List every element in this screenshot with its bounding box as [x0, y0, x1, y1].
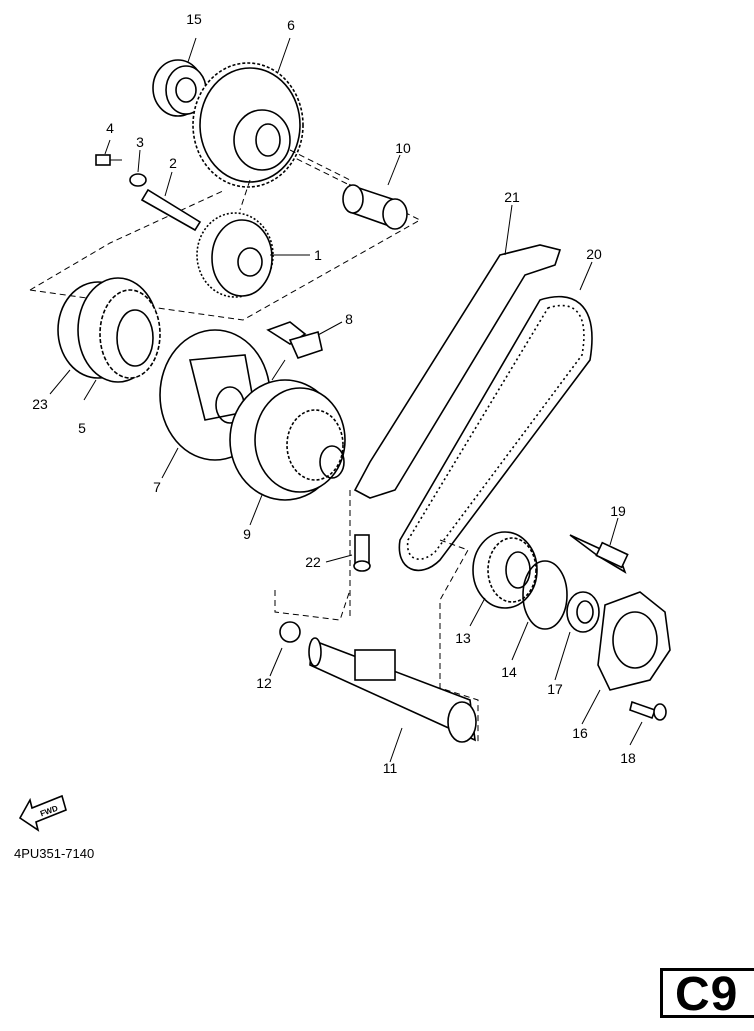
- part-3-lock-washer: [129, 149, 147, 187]
- callout-6: 6: [287, 17, 295, 33]
- callout-19: 19: [610, 503, 626, 519]
- part-13-bearing: [469, 531, 538, 627]
- callout-7: 7: [153, 479, 161, 495]
- callout-22: 22: [305, 554, 321, 570]
- callout-9: 9: [243, 526, 251, 542]
- callout-12: 12: [256, 675, 272, 691]
- shaft-outline: [274, 539, 479, 745]
- part-19-pin: [569, 517, 629, 574]
- part-20-cam-chain: [398, 261, 593, 572]
- part-number: 4PU351-7140: [14, 846, 95, 861]
- part-6-gear: [192, 37, 351, 211]
- part-1-gear: [196, 212, 310, 298]
- part-8-damper: [266, 321, 343, 381]
- callout-21: 21: [504, 189, 520, 205]
- callout-18: 18: [620, 750, 636, 766]
- callout-2: 2: [169, 155, 177, 171]
- callout-23: 23: [32, 396, 48, 412]
- part-18-bolt: [629, 700, 667, 746]
- part-11-shaft: [308, 637, 477, 763]
- part-2-shaft: [140, 171, 202, 232]
- callout-4: 4: [106, 120, 114, 136]
- part-10-bushing: [342, 154, 408, 230]
- page-code: C9: [675, 968, 739, 1018]
- callout-10: 10: [395, 140, 411, 156]
- callout-16: 16: [572, 725, 588, 741]
- part-4-bolt: [95, 139, 122, 166]
- part-17-oil-seal: [554, 591, 600, 681]
- callout-15: 15: [186, 11, 202, 27]
- callout-labels: 15 6 4 3 2 10 21 1 20 8 23 5 7 19 9 22 1…: [32, 11, 636, 776]
- page-code-box: C9: [660, 968, 754, 1018]
- callout-11: 11: [383, 760, 398, 776]
- part-15-bearing: [152, 37, 207, 117]
- callout-3: 3: [136, 134, 144, 150]
- part-22-bolt: [325, 534, 371, 572]
- part-14-o-ring: [511, 560, 568, 661]
- callout-17: 17: [547, 681, 563, 697]
- part-12-cap: [269, 621, 301, 677]
- callout-13: 13: [455, 630, 471, 646]
- part-21-chain-guide: [353, 204, 562, 499]
- part-9-driven-gear: [229, 379, 351, 620]
- callout-14: 14: [501, 664, 517, 680]
- callout-8: 8: [345, 311, 353, 327]
- callout-1: 1: [314, 247, 322, 263]
- assembly-outline: [29, 157, 422, 321]
- callout-20: 20: [586, 246, 602, 262]
- fwd-arrow-icon: FWD: [18, 794, 67, 832]
- part-5-one-way-clutch: [77, 277, 161, 401]
- part-16-housing: [581, 591, 671, 725]
- callout-5: 5: [78, 420, 86, 436]
